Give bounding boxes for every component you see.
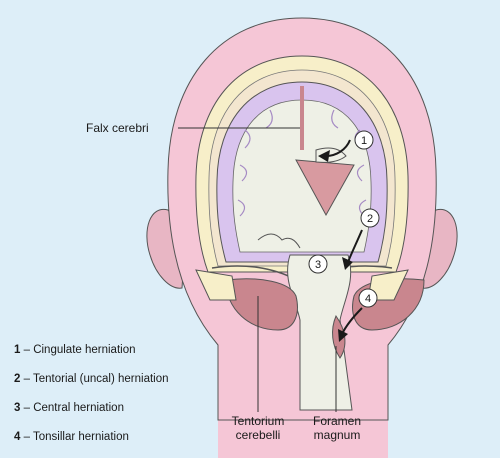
marker-1: 1 bbox=[354, 130, 374, 150]
foramen-label-line2: magnum bbox=[313, 428, 361, 442]
svg-text:2: 2 bbox=[367, 213, 373, 225]
tentorium-label-line1: Tentorium bbox=[231, 414, 285, 428]
legend-item-4: 4 – Tonsillar herniation bbox=[14, 431, 129, 443]
legend-number: 1 bbox=[14, 344, 21, 356]
herniation-arrows bbox=[318, 139, 363, 342]
svg-text:4: 4 bbox=[365, 293, 371, 305]
legend-number: 2 bbox=[14, 373, 21, 385]
legend-item-1: 1 – Cingulate herniation bbox=[14, 344, 136, 356]
legend-text: – Tentorial (uncal) herniation bbox=[20, 373, 169, 385]
foramen-magnum-label: Foramen magnum bbox=[300, 414, 374, 442]
legend-item-3: 3 – Central herniation bbox=[14, 402, 124, 414]
svg-text:3: 3 bbox=[315, 259, 321, 271]
marker-4: 4 bbox=[358, 288, 378, 308]
foramen-label-line1: Foramen bbox=[312, 414, 362, 428]
legend-text: – Cingulate herniation bbox=[20, 344, 136, 356]
legend-text: – Central herniation bbox=[20, 402, 124, 414]
marker-2: 2 bbox=[360, 208, 380, 228]
legend-text: – Tonsillar herniation bbox=[20, 431, 129, 443]
uncus bbox=[257, 233, 301, 249]
tentorium-cerebelli-label: Tentorium cerebelli bbox=[218, 414, 298, 442]
cerebellum-left bbox=[225, 278, 298, 331]
skull-base-left bbox=[195, 269, 237, 301]
marker-3: 3 bbox=[308, 254, 328, 274]
falx-cerebri-label: Falx cerebri bbox=[86, 121, 149, 135]
leader-lines bbox=[178, 127, 337, 412]
svg-text:1: 1 bbox=[361, 135, 367, 147]
tentorium-label-line2: cerebelli bbox=[235, 428, 281, 442]
legend-number: 4 bbox=[14, 431, 21, 443]
legend-item-2: 2 – Tentorial (uncal) herniation bbox=[14, 373, 169, 385]
legend-number: 3 bbox=[14, 402, 21, 414]
